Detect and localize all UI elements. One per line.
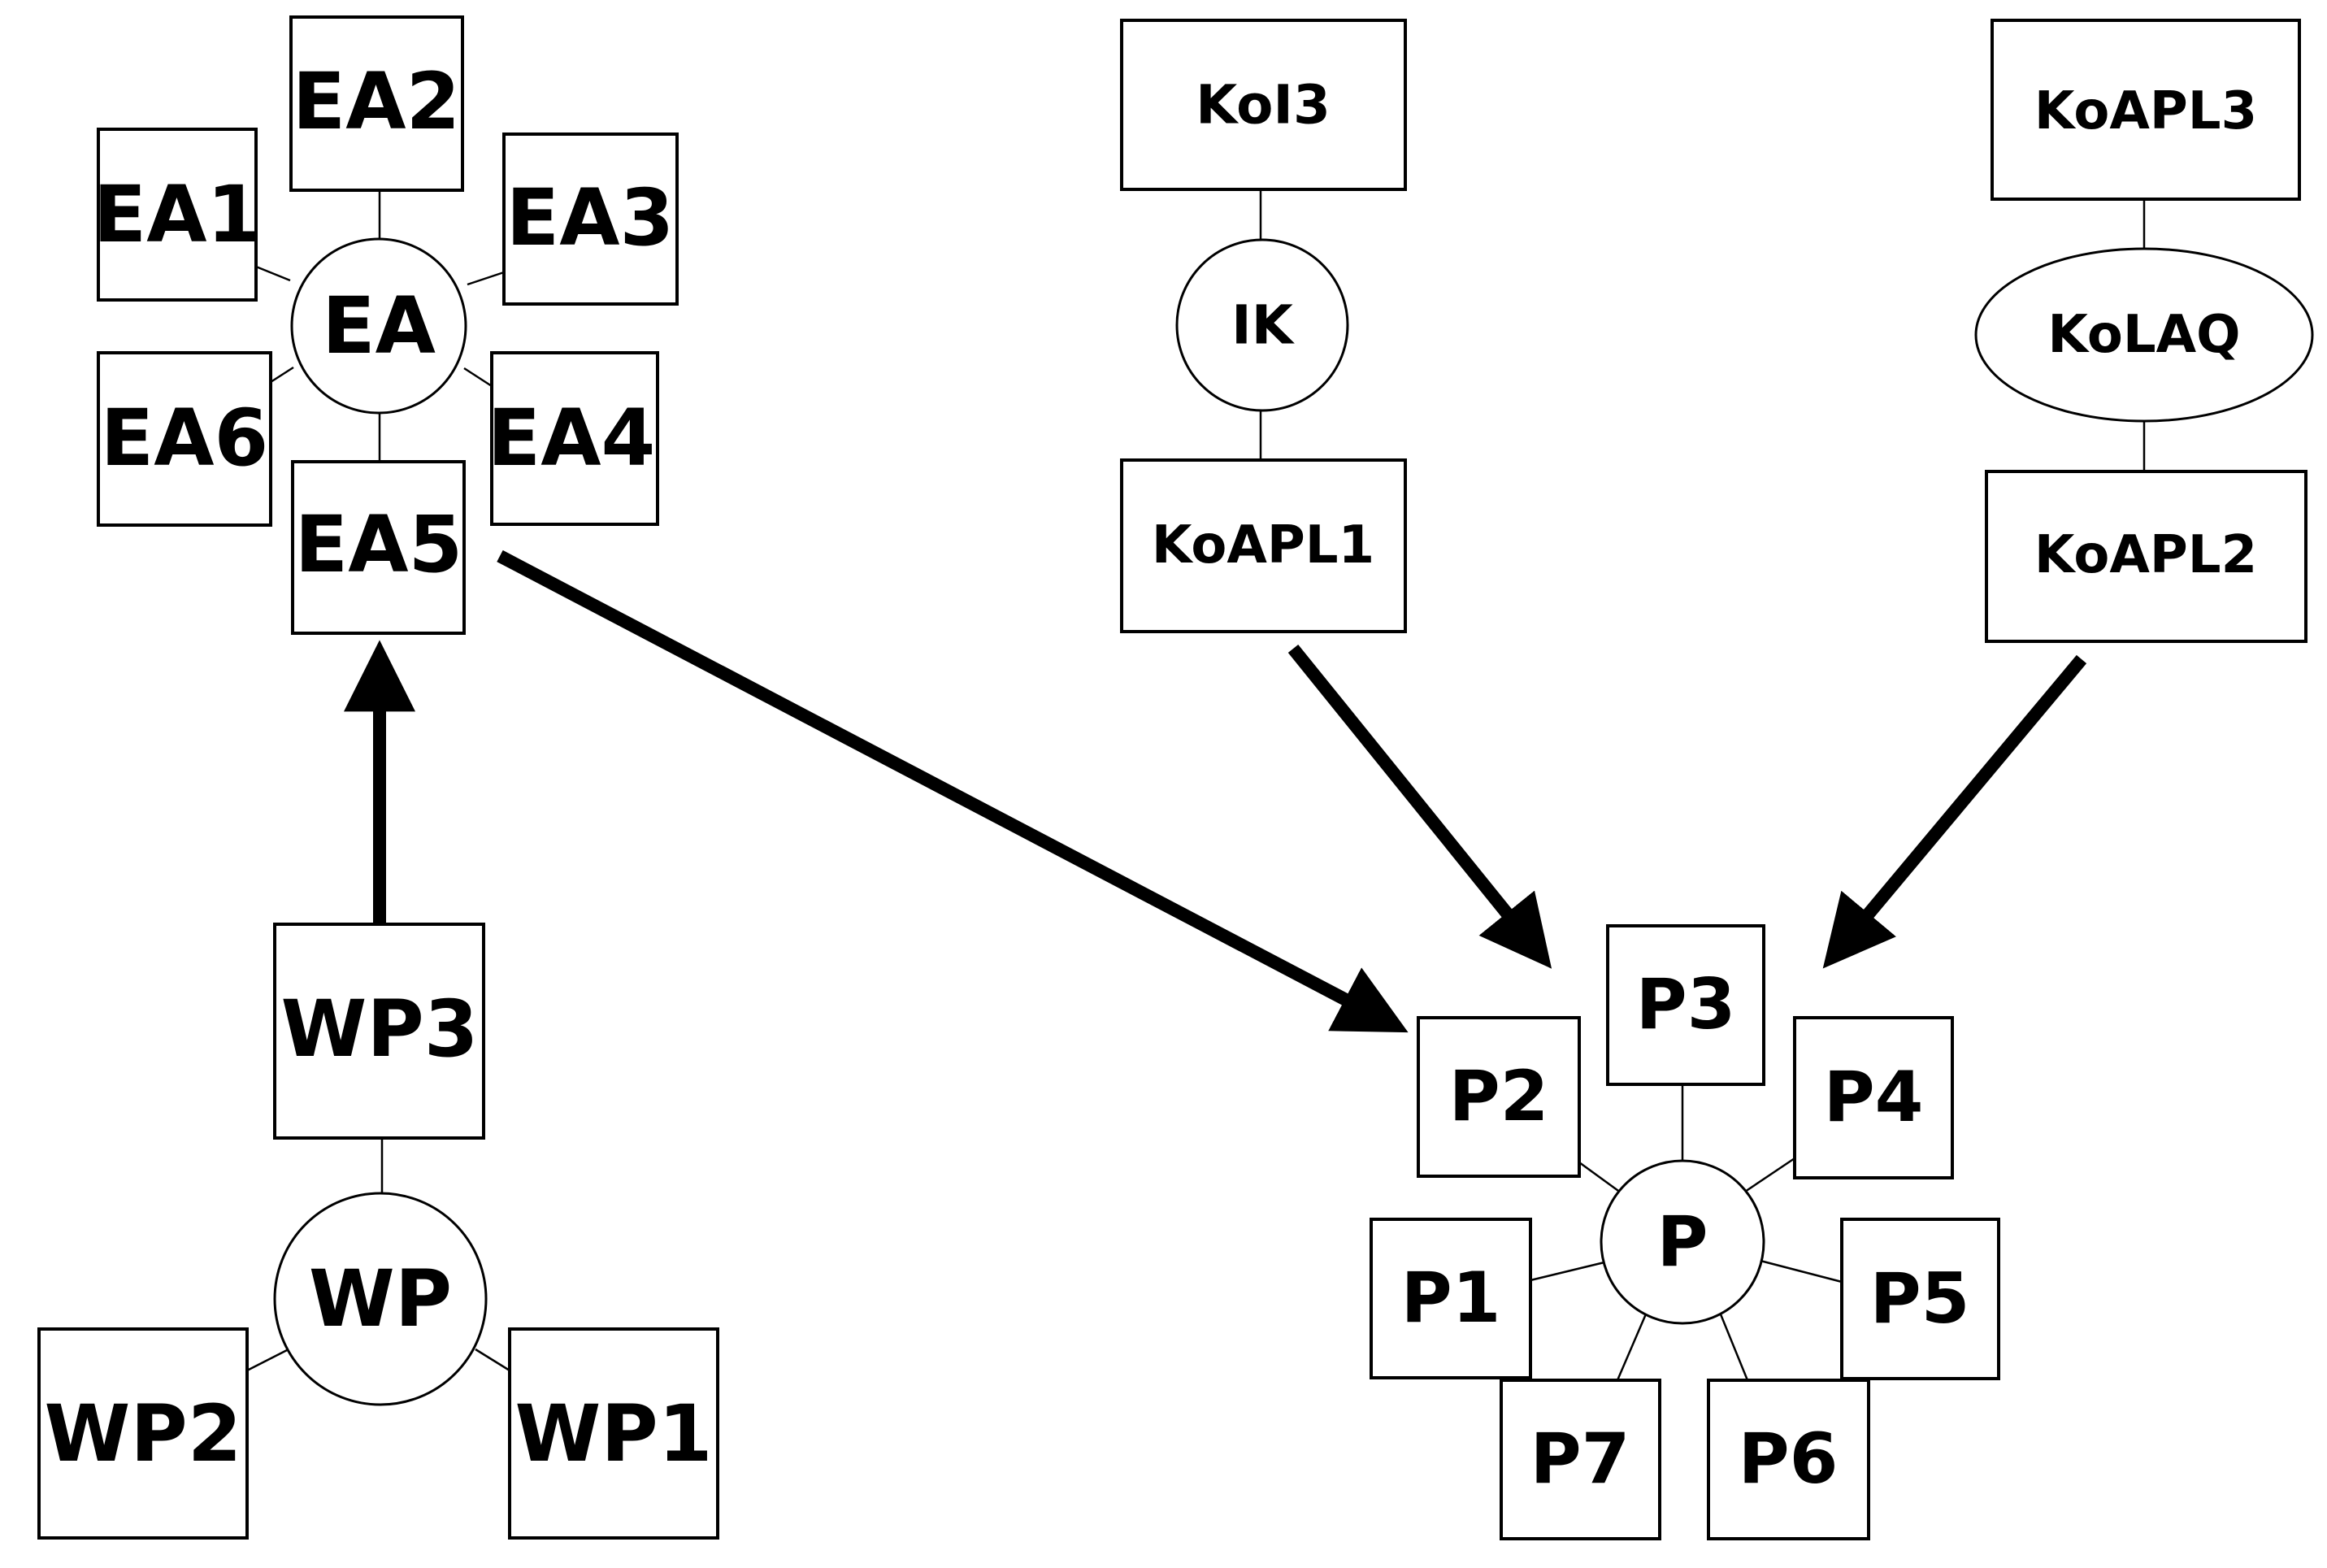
ea-center-circle xyxy=(290,237,467,415)
arrows xyxy=(344,549,2087,1033)
p2-label: P2 xyxy=(1449,1056,1549,1137)
koapl1-box xyxy=(1120,458,1407,633)
wp-center-circle xyxy=(273,1192,488,1406)
link-ea-ea6 xyxy=(270,366,294,384)
p3-box xyxy=(1606,924,1765,1086)
p2-box xyxy=(1417,1016,1581,1178)
arrow-koapl1-to-p xyxy=(1287,644,1552,969)
wp2-label: WP2 xyxy=(44,1388,241,1479)
p6-box xyxy=(1707,1379,1870,1540)
link-p-p7 xyxy=(1616,1310,1649,1381)
p1-box xyxy=(1370,1218,1532,1379)
arrow-koapl2-to-p xyxy=(1822,654,2087,969)
link-ea-ea1 xyxy=(255,265,291,282)
p5-label: P5 xyxy=(1870,1258,1970,1340)
koapl1-label: KoAPL1 xyxy=(1152,515,1374,576)
ea3-box xyxy=(502,132,679,306)
wp3-label: WP3 xyxy=(280,984,478,1075)
link-ea-ea3 xyxy=(467,271,505,286)
wp-center-label: WP xyxy=(309,1253,452,1344)
ik-cluster: KoI3 KoAPL1 IK xyxy=(1120,19,1407,633)
link-wp-wp2 xyxy=(246,1348,289,1372)
koi3-label: KoI3 xyxy=(1196,74,1331,137)
ea6-box xyxy=(97,351,272,527)
ea5-label: EA5 xyxy=(295,499,463,590)
wp2-box xyxy=(37,1327,249,1540)
p7-label: P7 xyxy=(1530,1418,1630,1500)
ea4-label: EA4 xyxy=(488,393,656,484)
koapl2-box xyxy=(1985,470,2307,643)
p5-box xyxy=(1840,1218,2000,1380)
p1-label: P1 xyxy=(1401,1257,1501,1339)
wp1-label: WP1 xyxy=(514,1388,712,1479)
ea-cluster: EA1 EA2 EA3 EA4 EA5 EA6 EA xyxy=(93,15,679,635)
koapl3-box xyxy=(1991,19,2301,201)
p-center-label: P xyxy=(1656,1201,1708,1283)
wp3-box xyxy=(273,923,485,1140)
arrow-ea5-to-p xyxy=(497,549,1409,1033)
ik-center-label: IK xyxy=(1231,294,1296,357)
ea3-label: EA3 xyxy=(506,172,675,263)
link-p-p2 xyxy=(1578,1161,1625,1197)
link-p-p4 xyxy=(1739,1157,1795,1197)
wp1-box xyxy=(508,1327,719,1540)
koapl2-label: KoAPL2 xyxy=(2034,525,2257,585)
p-cluster: P1 P2 P3 P4 P5 P6 P7 P xyxy=(1370,924,2000,1540)
link-p-p6 xyxy=(1717,1310,1749,1381)
kolaq-center-label: KoLAQ xyxy=(2047,305,2240,365)
ik-center-circle xyxy=(1175,238,1349,412)
ea5-box xyxy=(291,460,466,635)
ea4-box xyxy=(490,351,659,526)
p6-label: P6 xyxy=(1739,1418,1839,1500)
ea1-box xyxy=(97,128,258,302)
link-p-p1 xyxy=(1530,1260,1608,1282)
p3-label: P3 xyxy=(1636,964,1736,1045)
ea-center-label: EA xyxy=(322,280,436,371)
link-wp-wp1 xyxy=(475,1348,510,1372)
ea2-label: EA2 xyxy=(293,56,461,147)
ea6-label: EA6 xyxy=(101,393,269,484)
p4-box xyxy=(1793,1016,1954,1179)
kolaq-cluster: KoAPL3 KoAPL2 KoLAQ xyxy=(1974,19,2314,643)
ea1-label: EA1 xyxy=(93,169,262,260)
ea2-box xyxy=(289,15,464,192)
p7-box xyxy=(1500,1379,1661,1540)
koi3-box xyxy=(1120,19,1407,191)
link-p-p5 xyxy=(1756,1258,1843,1284)
wp-cluster: WP3 WP2 WP1 WP xyxy=(37,923,719,1540)
koapl3-label: KoAPL3 xyxy=(2034,81,2257,141)
link-ea-ea4 xyxy=(463,367,493,388)
kolaq-center-ellipse xyxy=(1974,247,2314,423)
p4-label: P4 xyxy=(1824,1057,1924,1138)
p-center-circle xyxy=(1600,1159,1765,1325)
